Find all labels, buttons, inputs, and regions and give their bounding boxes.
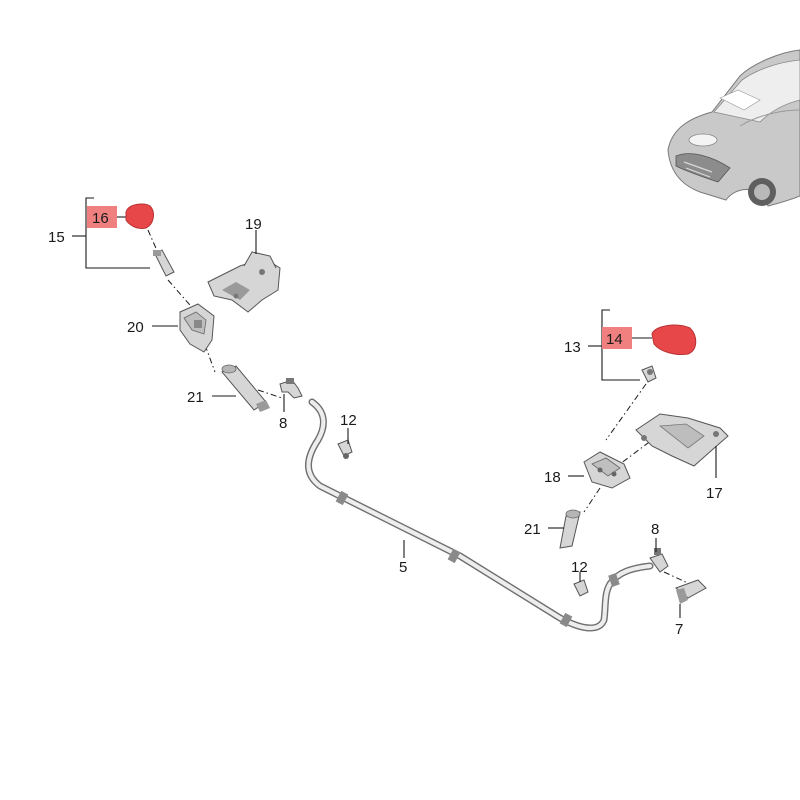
nozzle-pin-left: [153, 249, 175, 277]
callout-20: 20: [127, 319, 144, 336]
callout-7: 7: [675, 621, 683, 638]
mount-bracket-17: [635, 413, 729, 467]
callout-13: 13: [564, 339, 581, 356]
t-connector-7: [675, 579, 707, 604]
washer-holder-20: [179, 303, 215, 353]
mount-bracket-19: [207, 251, 281, 313]
telescopic-cylinder-right: [559, 509, 581, 549]
callout-17: 17: [706, 485, 723, 502]
callout-16: 16: [92, 210, 109, 227]
hose-connector-right: [649, 548, 669, 573]
callout-19: 19: [245, 216, 262, 233]
clip-12-lower: [573, 579, 589, 597]
highlight-box-16: [87, 206, 117, 228]
washer-cover-cap-left: [125, 203, 154, 229]
callout-labels: 16 15 19 20 21 8 12 14 13 18 17 21 8 12 …: [48, 210, 723, 638]
callout-8-right: 8: [651, 521, 659, 538]
callout-21-right: 21: [524, 521, 541, 538]
highlight-box-14: [602, 327, 632, 349]
washer-cover-cap-right: [651, 324, 697, 355]
telescopic-cylinder-left: [221, 364, 270, 412]
callout-12-upper: 12: [340, 412, 357, 429]
nozzle-pin-right: [641, 365, 657, 383]
callout-18: 18: [544, 469, 561, 486]
hose-connector-left: [279, 378, 303, 399]
left-nozzle-group: [72, 197, 303, 412]
clip-12-upper: [337, 439, 353, 459]
callout-8-left: 8: [279, 415, 287, 432]
callout-12-lower: 12: [571, 559, 588, 576]
callout-14: 14: [606, 331, 623, 348]
washer-hose-5: [305, 398, 654, 632]
callout-21-left: 21: [187, 389, 204, 406]
right-nozzle-group: [548, 309, 729, 618]
washer-holder-18: [583, 451, 631, 489]
vehicle-location-illustration: [667, 49, 800, 207]
callout-15: 15: [48, 229, 65, 246]
callout-5: 5: [399, 559, 407, 576]
